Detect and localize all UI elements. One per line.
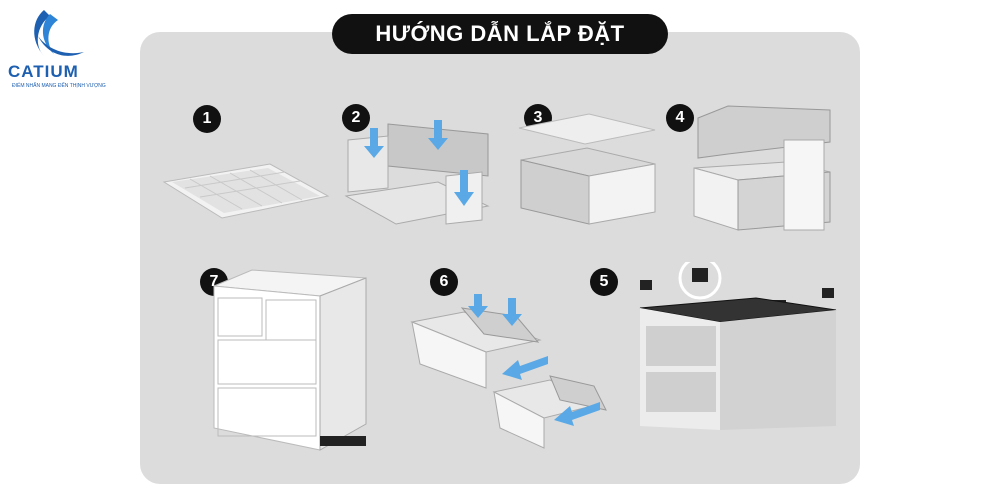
step-4-illustration	[690, 98, 835, 238]
step-1-illustration	[160, 160, 332, 222]
step-7-illustration	[210, 268, 370, 454]
step-badge-1: 1	[193, 105, 221, 133]
brand-logo: CATIUM ĐIỂM NHẤN MANG ĐẾN THỊNH VƯỢNG	[4, 6, 108, 96]
step-badge-2: 2	[342, 104, 370, 132]
logo-tagline: ĐIỂM NHẤN MANG ĐẾN THỊNH VƯỢNG	[12, 83, 106, 89]
step-badge-5: 5	[590, 268, 618, 296]
logo-swirl-icon	[34, 10, 84, 56]
step-3-illustration	[515, 110, 660, 230]
step-6-illustration	[410, 292, 610, 452]
step-5-illustration	[636, 262, 846, 432]
step-badge-4: 4	[666, 104, 694, 132]
logo-brand-text: CATIUM	[8, 62, 79, 81]
step-2-illustration	[342, 120, 492, 230]
page-title: HƯỚNG DẪN LẮP ĐẶT	[332, 14, 668, 54]
step-badge-6: 6	[430, 268, 458, 296]
